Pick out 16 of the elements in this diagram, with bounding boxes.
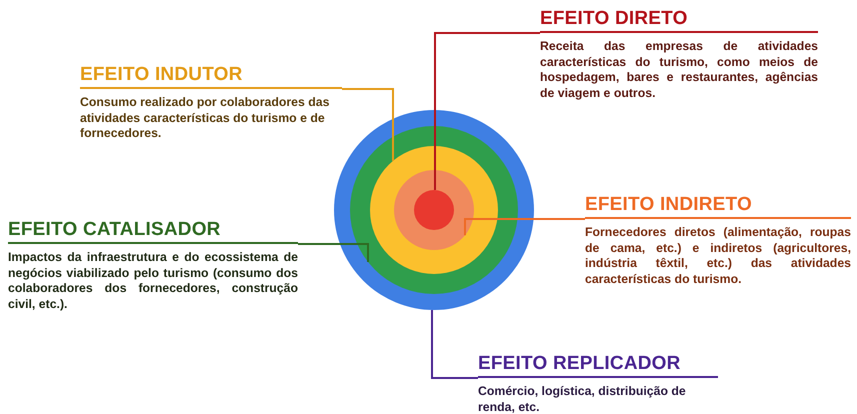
effect-heading: EFEITO DIRETO [540, 7, 689, 31]
effect-description: Fornecedores diretos (alimentação, roupas de cama, etc.) e indiretos (agricultores, indústria têxtil, etc.) das atividades características do turismo. [585, 225, 851, 287]
effect-heading: EFEITO REPLICADOR [478, 352, 682, 376]
effect-description: Impactos da infraestrutura e do ecossistema de negócios viabilizado pelo turismo (consumo dos colaboradores dos fornecedores, construção civil, etc.). [8, 250, 298, 312]
leader-line [431, 310, 478, 379]
effect-description: Comércio, logística, distribuição de renda, etc. [478, 384, 687, 414]
leader-line [464, 218, 585, 236]
leader-line [298, 243, 369, 262]
effect-description: Consumo realizado por colaboradores das atividades características do turismo e de fornecedores. [80, 95, 330, 142]
circle [414, 190, 454, 230]
effect-heading: EFEITO CATALISADOR [8, 218, 222, 242]
leader-line [434, 32, 540, 190]
effect-heading: EFEITO INDIRETO [585, 193, 753, 217]
effect-description: Receita das empresas de atividades características do turismo, como meios de hospedagem, bares e restaurantes, agências de viagem e outros. [540, 39, 818, 101]
leader-line [342, 88, 394, 161]
effect-heading: EFEITO INDUTOR [80, 63, 244, 87]
